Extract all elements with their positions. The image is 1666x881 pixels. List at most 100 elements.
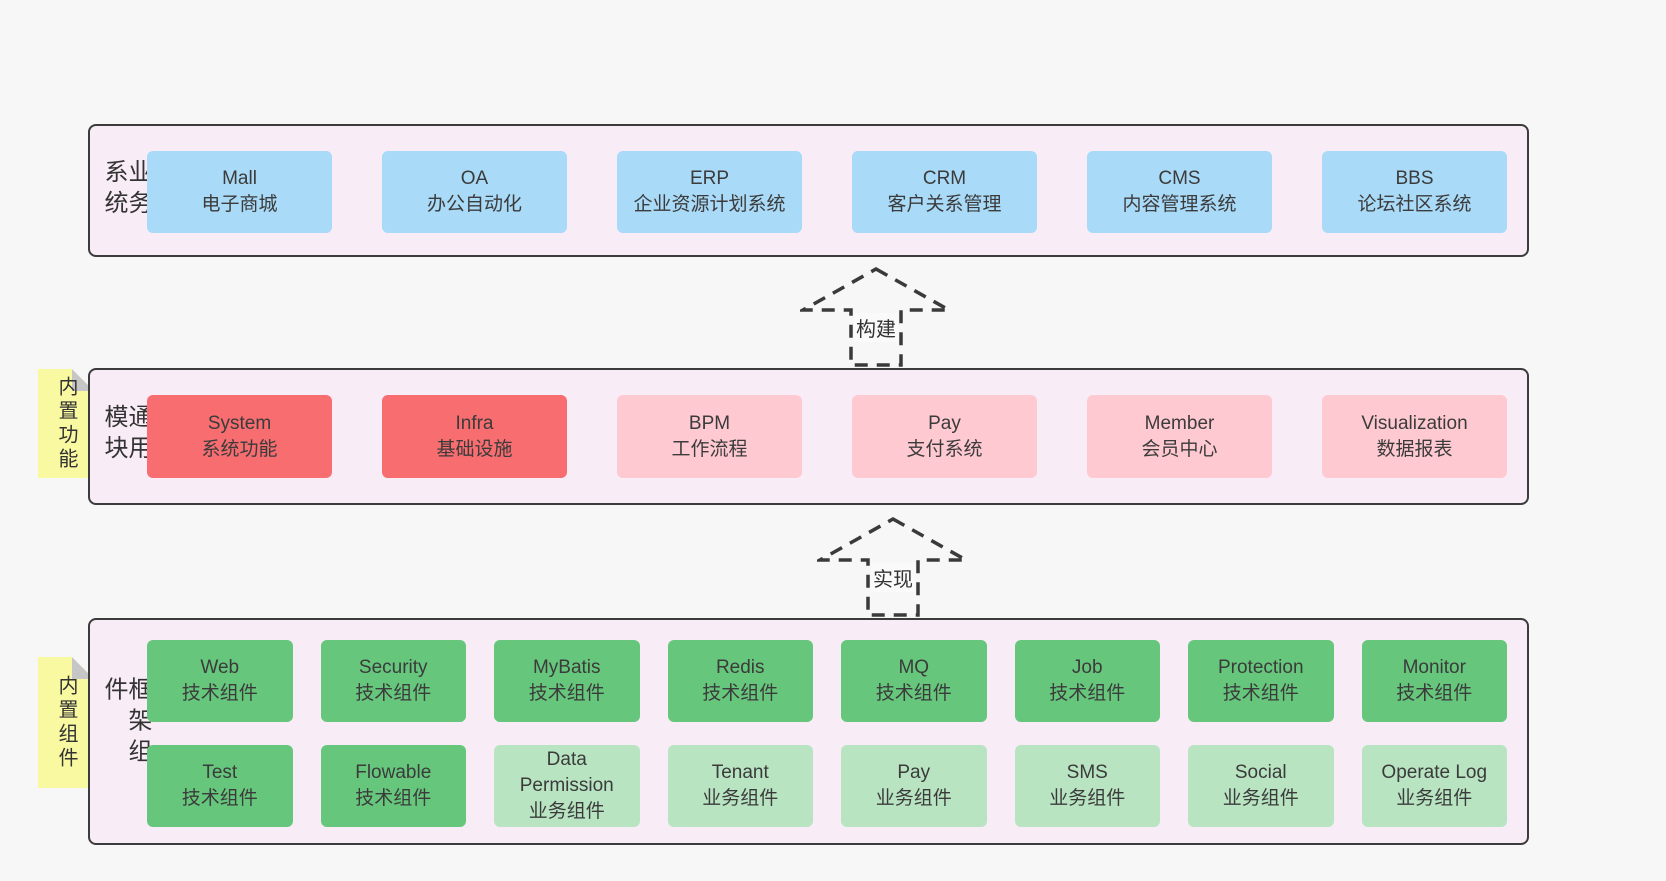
box-desc: 技术组件 [355,788,432,809]
diagram-box-operate-log: Operate Log 业务组件 [1361,745,1507,827]
box-name: CRM [922,168,967,189]
diagram-box-tenant: Tenant 业务组件 [667,745,813,827]
implement-arrow-label: 实现 [871,563,915,592]
layer-framework-components: 框架组件 Web 技术组件 Security 技术组件 MyBatis 技术组件… [88,618,1529,845]
box-name: Web [200,657,240,678]
box-desc: 支付系统 [906,438,983,460]
diagram-box-pay: Pay 业务组件 [841,745,987,827]
box-name: Member [1144,412,1215,434]
diagram-box-oa: OA 办公自动化 [382,151,567,233]
box-desc: 内容管理系统 [1122,194,1237,215]
box-row-framework-1: Web 技术组件 Security 技术组件 MyBatis 技术组件 Redi… [147,640,1507,722]
box-desc: 技术组件 [181,683,258,704]
up-arrow-dashed-icon [800,266,952,367]
up-arrow-dashed-icon [817,516,969,617]
sticky-tab-label: 内置组件 [55,674,77,771]
diagram-box-crm: CRM 客户关系管理 [852,151,1037,233]
box-name: Security [358,657,428,678]
diagram-box-data-permission: Data Permission 业务组件 [494,745,640,827]
box-name: SMS [1066,762,1108,783]
box-desc: 技术组件 [875,683,952,704]
box-name: BPM [688,412,731,434]
box-name: Protection [1217,657,1304,678]
box-desc: 论坛社区系统 [1357,194,1472,215]
diagram-box-mq: MQ 技术组件 [841,640,987,722]
box-name: ERP [689,168,730,189]
box-desc: 业务组件 [1049,788,1126,809]
box-desc: 会员中心 [1141,438,1218,460]
diagram-box-member: Member 会员中心 [1087,395,1272,478]
box-desc: 业务组件 [1222,788,1299,809]
box-desc: 技术组件 [528,683,605,704]
diagram-box-flowable: Flowable 技术组件 [320,745,466,827]
box-name: Flowable [355,762,432,783]
diagram-box-security: Security 技术组件 [320,640,466,722]
diagram-box-pay: Pay 支付系统 [852,395,1037,478]
layer-common-modules: 通用模块 System 系统功能 Infra 基础设施 BPM 工作流程 Pay… [88,368,1529,505]
box-desc: 业务组件 [528,801,605,822]
box-name: BBS [1395,168,1434,189]
box-desc: 技术组件 [1222,683,1299,704]
diagram-box-infra: Infra 基础设施 [382,395,567,478]
box-name: Visualization [1361,412,1468,434]
box-name: MQ [898,657,930,678]
box-desc: 业务组件 [702,788,779,809]
diagram-box-erp: ERP 企业资源计划系统 [617,151,802,233]
diagram-box-system: System 系统功能 [147,395,332,478]
box-row-framework-2: Test 技术组件 Flowable 技术组件 Data Permission … [147,745,1507,827]
diagram-box-job: Job 技术组件 [1014,640,1160,722]
box-name: Mall [222,168,257,189]
diagram-box-bpm: BPM 工作流程 [617,395,802,478]
diagram-box-sms: SMS 业务组件 [1014,745,1160,827]
box-desc: 工作流程 [671,438,748,460]
diagram-box-bbs: BBS 论坛社区系统 [1322,151,1507,233]
box-name: MyBatis [532,657,601,678]
diagram-box-test: Test 技术组件 [147,745,293,827]
box-name: Pay [897,762,931,783]
box-name: System [207,412,272,434]
box-name: Redis [715,657,765,678]
build-arrow-label: 构建 [854,313,898,342]
box-desc: 业务组件 [1396,788,1473,809]
box-name: Test [202,762,238,783]
layer-label: 通用模块 [100,403,151,466]
box-desc: 技术组件 [702,683,779,704]
box-name: Operate Log [1381,762,1488,783]
diagram-box-social: Social 业务组件 [1188,745,1334,827]
box-desc: 业务组件 [875,788,952,809]
box-desc: 技术组件 [1396,683,1473,704]
box-desc: 电子商城 [201,194,278,215]
box-name: Monitor [1402,657,1466,678]
box-desc: 企业资源计划系统 [633,194,786,215]
box-desc: 基础设施 [436,438,513,460]
sticky-tab-builtin-components: 内置组件 [38,657,94,788]
box-row-business: Mall 电子商城 OA 办公自动化 ERP 企业资源计划系统 CRM 客户关系… [147,151,1507,233]
implement-arrow: 实现 [817,516,969,618]
box-desc: 技术组件 [355,683,432,704]
diagram-box-visualization: Visualization 数据报表 [1322,395,1507,478]
layer-business-systems: 业务系统 Mall 电子商城 OA 办公自动化 ERP 企业资源计划系统 CRM… [88,124,1529,257]
box-name: Infra [455,412,494,434]
box-desc: 客户关系管理 [887,194,1002,215]
diagram-box-mybatis: MyBatis 技术组件 [494,640,640,722]
layer-label: 框架组件 [100,675,151,769]
box-name: Data Permission [519,749,614,796]
box-desc: 技术组件 [181,788,258,809]
diagram-box-redis: Redis 技术组件 [667,640,813,722]
box-name: Social [1234,762,1287,783]
box-name: Job [1071,657,1103,678]
box-row-modules: System 系统功能 Infra 基础设施 BPM 工作流程 Pay 支付系统… [147,395,1507,478]
box-desc: 技术组件 [1049,683,1126,704]
diagram-box-monitor: Monitor 技术组件 [1361,640,1507,722]
diagram-box-cms: CMS 内容管理系统 [1087,151,1272,233]
sticky-tab-builtin-features: 内置功能 [38,369,94,478]
box-name: CMS [1158,168,1201,189]
box-desc: 数据报表 [1376,438,1453,460]
diagram-box-web: Web 技术组件 [147,640,293,722]
sticky-tab-label: 内置功能 [55,375,77,472]
box-desc: 办公自动化 [426,194,522,215]
layer-label: 业务系统 [100,158,151,221]
diagram-box-mall: Mall 电子商城 [147,151,332,233]
box-name: Tenant [711,762,769,783]
